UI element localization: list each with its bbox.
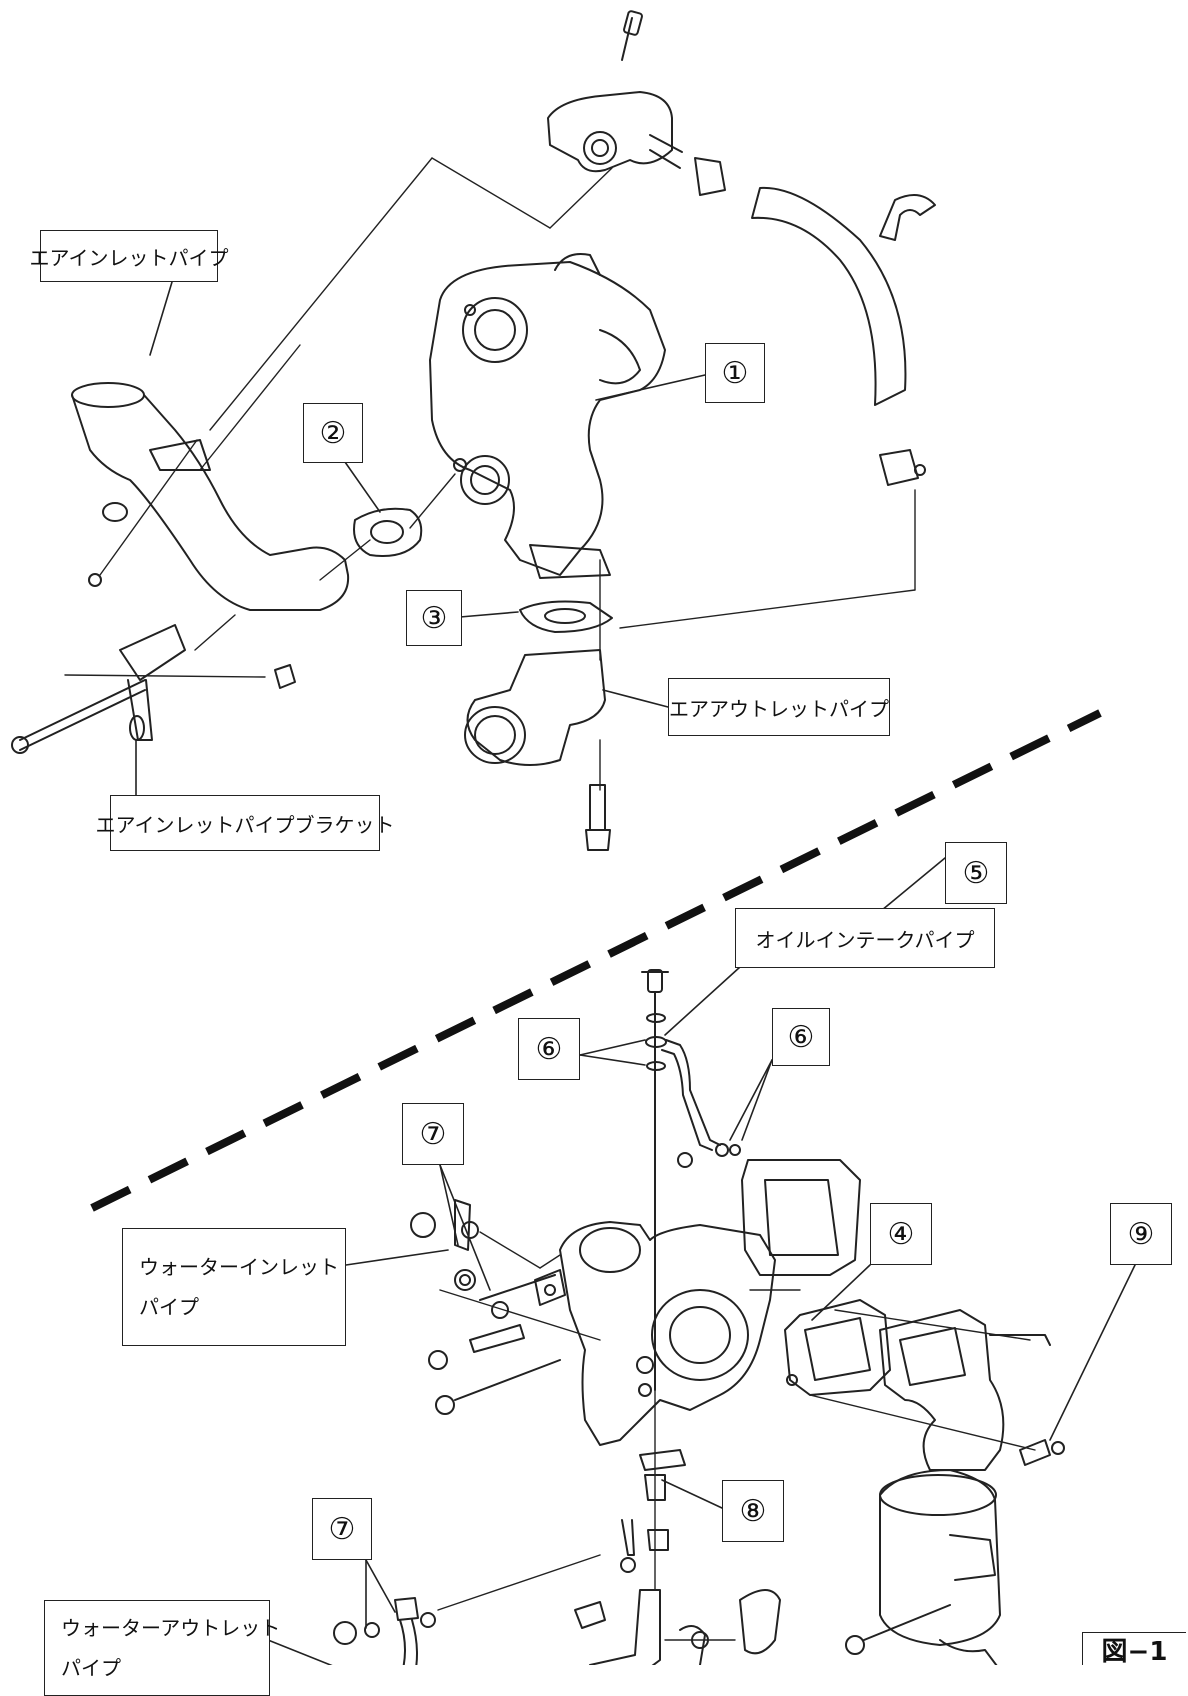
lower-hoses xyxy=(574,1589,781,1665)
turbocharger-top xyxy=(429,253,666,579)
callout-3: ③ xyxy=(406,590,462,646)
label-air-inlet-pipe: エアインレットパイプ xyxy=(30,230,229,282)
air-outlet-pipe-part xyxy=(464,649,611,851)
catalytic-converter xyxy=(845,1309,1065,1665)
air-inlet-pipe-part xyxy=(71,382,350,611)
loose-bolts-left xyxy=(428,1324,561,1415)
callout-7b: ⑦ xyxy=(312,1498,372,1560)
gasket-2 xyxy=(353,507,423,557)
label-water-outlet-pipe: ウォーターアウトレット パイプ xyxy=(44,1600,280,1696)
callout-8: ⑧ xyxy=(722,1480,784,1542)
callout-4: ④ xyxy=(870,1203,932,1265)
gasket-5 xyxy=(741,1159,861,1276)
label-water-inlet-pipe-line1: ウォーターインレット xyxy=(139,1255,339,1279)
gasket-3 xyxy=(519,600,613,633)
figure-label: 図−1 xyxy=(1082,1632,1186,1667)
label-water-outlet-pipe-line1: ウォーターアウトレット xyxy=(61,1616,281,1640)
label-air-inlet-pipe-bracket: エアインレットパイプブラケット xyxy=(96,795,395,851)
section-divider xyxy=(90,709,1102,1212)
water-inlet-pipe-part xyxy=(410,1199,556,1319)
label-water-inlet-pipe: ウォーターインレット パイプ xyxy=(122,1228,346,1346)
gasket-4 xyxy=(784,1299,891,1396)
label-water-outlet-pipe-line2: パイプ xyxy=(61,1656,121,1680)
leader-lines xyxy=(135,281,1136,1665)
water-outlet-pipe-part xyxy=(333,1597,436,1665)
water-pipe-assembly-top xyxy=(547,10,936,486)
callout-2: ② xyxy=(303,403,363,463)
assembly-lines-top xyxy=(64,157,916,791)
callout-6b: ⑥ xyxy=(772,1008,830,1066)
gasket-8-and-fittings xyxy=(620,1449,686,1573)
air-inlet-pipe-bracket-part xyxy=(11,624,296,754)
callout-9: ⑨ xyxy=(1110,1203,1172,1265)
label-oil-intake-pipe: オイルインテークパイプ xyxy=(735,908,995,968)
label-water-inlet-pipe-line2: パイプ xyxy=(139,1295,199,1319)
callout-6a: ⑥ xyxy=(518,1018,580,1080)
callout-7a: ⑦ xyxy=(402,1103,464,1165)
callout-1: ① xyxy=(705,343,765,403)
oil-intake-pipe-part xyxy=(641,969,741,1391)
label-air-outlet-pipe: エアアウトレットパイプ xyxy=(668,678,890,736)
assembly-lines-bottom xyxy=(437,1231,1036,1641)
callout-5: ⑤ xyxy=(945,842,1007,904)
turbocharger-bottom xyxy=(534,1221,776,1446)
